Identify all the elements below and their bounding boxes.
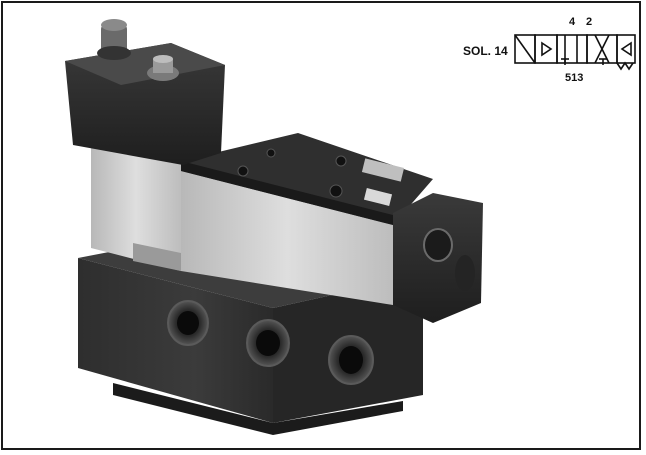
port-center-bore bbox=[256, 330, 280, 356]
valve-body-side bbox=[181, 171, 393, 305]
figure-frame: SOL. 14 4 2 513 bbox=[1, 1, 641, 450]
cover-screw-4 bbox=[335, 155, 347, 167]
solenoid-diagonal bbox=[514, 34, 536, 64]
terminal-stud bbox=[153, 59, 173, 73]
connector-base bbox=[97, 46, 131, 60]
valve-iso-symbol: SOL. 14 4 2 513 bbox=[463, 16, 636, 84]
valve-body-shadow bbox=[133, 243, 181, 271]
connector-cap bbox=[101, 19, 127, 31]
end-cap-boss bbox=[455, 255, 475, 291]
end-cap-screw bbox=[423, 228, 453, 262]
solenoid-label: SOL. 14 bbox=[463, 44, 508, 58]
return-triangle bbox=[620, 41, 632, 57]
port-right-bore bbox=[339, 346, 363, 374]
return-box bbox=[616, 34, 636, 64]
cover-label bbox=[361, 158, 405, 182]
manifold-foot bbox=[113, 383, 403, 435]
pilot-box bbox=[534, 34, 558, 64]
solenoid-coil-top bbox=[65, 43, 225, 85]
cover-label-small bbox=[363, 188, 393, 206]
solenoid-housing bbox=[91, 143, 181, 271]
valve-top-cover bbox=[181, 133, 433, 225]
pilot-triangle bbox=[541, 41, 553, 57]
manifold-ports bbox=[167, 300, 374, 385]
flow-line-4 bbox=[594, 34, 610, 64]
valve-top-edge bbox=[181, 161, 393, 225]
cover-screw-3 bbox=[329, 184, 343, 198]
port-label-2: 2 bbox=[586, 16, 592, 28]
terminal-top bbox=[153, 55, 173, 63]
port-left-bore bbox=[177, 311, 199, 335]
solenoid-valve-photo bbox=[65, 19, 483, 435]
port-label-4: 4 bbox=[569, 16, 576, 28]
valve-symbol-lines bbox=[514, 34, 636, 71]
return-spring bbox=[616, 61, 634, 71]
port-label-513: 513 bbox=[565, 72, 583, 84]
cover-screw-2 bbox=[266, 148, 276, 158]
cover-screw-1 bbox=[237, 165, 249, 177]
